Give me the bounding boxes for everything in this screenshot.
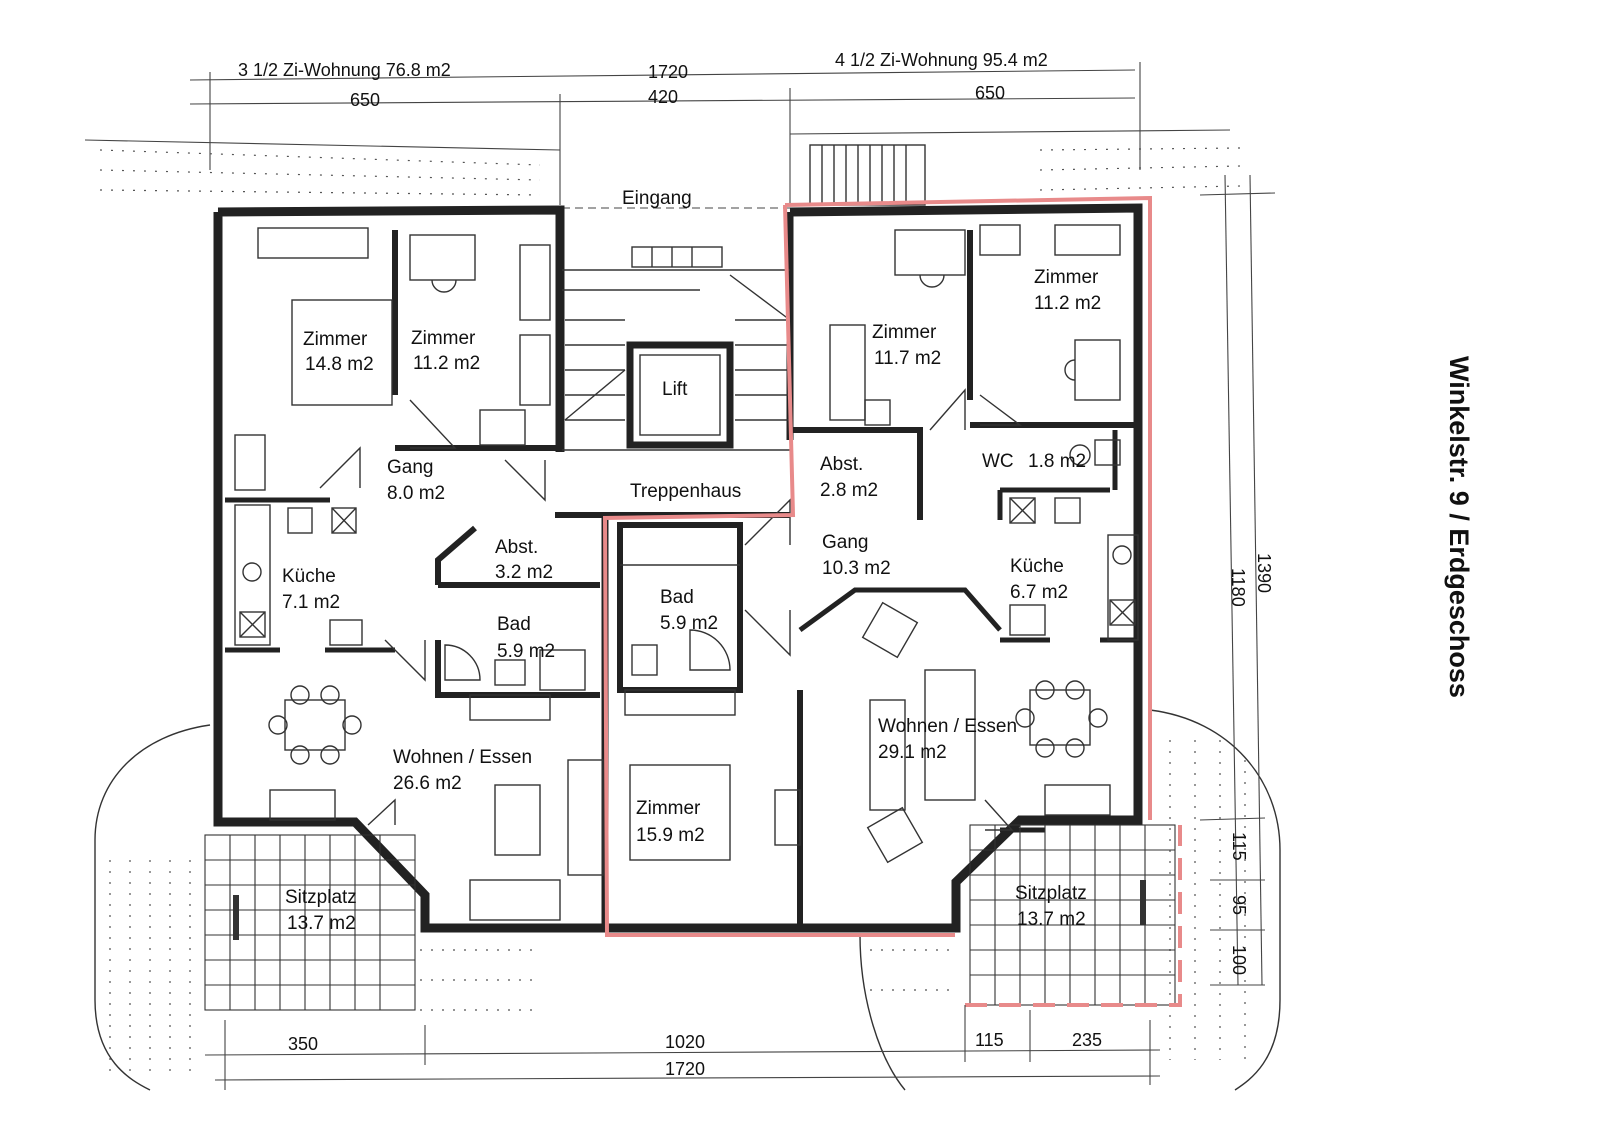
room-right-kueche-area: 6.7 m2 — [1010, 582, 1068, 603]
room-left-gang-area: 8.0 m2 — [387, 483, 445, 504]
top-dimensions: 3 1/2 Zi-Wohnung 76.8 m2 4 1/2 Zi-Wohnun… — [84, 50, 1231, 205]
dim-side-a: 115 — [1229, 832, 1249, 861]
room-left-bad-name: Bad — [497, 614, 531, 635]
room-right-abst-name: Abst. — [820, 454, 863, 475]
room-left-abst-name: Abst. — [495, 537, 538, 558]
plan-title: Winkelstr. 9 / Erdgeschoss — [1444, 356, 1474, 698]
room-left-zimmer-b-name: Zimmer — [411, 328, 476, 349]
room-right-zimmer-b-area: 11.2 m2 — [1034, 293, 1101, 314]
room-right-wc-area: 1.8 m2 — [1028, 451, 1086, 472]
room-right-gang-name: Gang — [822, 532, 868, 553]
dim-bottom-total: 1720 — [665, 1059, 705, 1079]
unit-right-highlight — [602, 195, 1182, 1007]
room-right-zimmer-a-name: Zimmer — [872, 322, 937, 343]
dim-bottom-mid: 1020 — [665, 1032, 705, 1052]
unit-right-label: 4 1/2 Zi-Wohnung 95.4 m2 — [835, 50, 1048, 70]
lift-label: Lift — [662, 379, 688, 400]
dim-bottom-left: 350 — [288, 1034, 318, 1054]
room-right-wc-name: WC — [982, 451, 1014, 472]
room-right-zimmer-a-area: 11.7 m2 — [874, 348, 941, 369]
room-right-zimmer-c-name: Zimmer — [636, 798, 701, 819]
room-left-zimmer-b-area: 11.2 m2 — [413, 353, 480, 374]
treppenhaus-label: Treppenhaus — [630, 481, 741, 502]
terrace-left — [204, 834, 416, 1011]
left-sitzplatz-area: 13.7 m2 — [287, 913, 356, 934]
room-right-abst-area: 2.8 m2 — [820, 480, 878, 501]
eingang-label: Eingang — [622, 188, 692, 209]
room-left-kueche-name: Küche — [282, 566, 336, 587]
room-labels: Zimmer 14.8 m2 Zimmer 11.2 m2 Gang 8.0 m… — [282, 267, 1101, 934]
terrain — [94, 147, 1281, 1091]
room-left-wohnen-area: 26.6 m2 — [393, 773, 462, 794]
furniture — [234, 224, 1139, 921]
entrance-steps: Eingang — [562, 144, 926, 209]
room-right-zimmer-c-area: 15.9 m2 — [636, 825, 705, 846]
room-left-gang-name: Gang — [387, 457, 433, 478]
room-right-bad-name: Bad — [660, 587, 694, 608]
dim-side-inner: 1180 — [1228, 568, 1248, 607]
room-right-wohnen-name: Wohnen / Essen — [878, 716, 1017, 737]
dim-top-left: 650 — [350, 90, 380, 110]
room-right-wohnen-area: 29.1 m2 — [878, 742, 947, 763]
room-left-abst-area: 3.2 m2 — [495, 562, 553, 583]
walls — [213, 203, 1143, 933]
right-sitzplatz-area: 13.7 m2 — [1017, 909, 1086, 930]
bottom-dimensions: 350 1020 1720 115 235 — [204, 1005, 1161, 1090]
dim-side-b: 95 — [1229, 895, 1249, 915]
side-dimensions: 1180 1390 115 95 100 — [1199, 174, 1276, 986]
terrace-right — [969, 824, 1176, 1006]
room-right-bad-area: 5.9 m2 — [660, 613, 718, 634]
right-sitzplatz-name: Sitzplatz — [1015, 883, 1087, 904]
dim-side-c: 100 — [1229, 945, 1249, 975]
room-right-gang-area: 10.3 m2 — [822, 558, 891, 579]
unit-left-label: 3 1/2 Zi-Wohnung 76.8 m2 — [238, 60, 451, 80]
dim-top-mid: 420 — [648, 87, 678, 107]
dim-bottom-right-b: 235 — [1072, 1030, 1102, 1050]
room-left-bad-area: 5.9 m2 — [497, 641, 555, 662]
dim-top-total: 1720 — [648, 62, 688, 82]
dim-bottom-right-a: 115 — [975, 1030, 1004, 1050]
dim-top-right: 650 — [975, 83, 1005, 103]
room-right-zimmer-b-name: Zimmer — [1034, 267, 1099, 288]
left-sitzplatz-name: Sitzplatz — [285, 887, 357, 908]
room-right-kueche-name: Küche — [1010, 556, 1064, 577]
dim-side-total: 1390 — [1254, 553, 1274, 593]
room-left-wohnen-name: Wohnen / Essen — [393, 747, 532, 768]
room-left-zimmer-a-area: 14.8 m2 — [305, 354, 374, 375]
room-left-zimmer-a-name: Zimmer — [303, 329, 368, 350]
room-left-kueche-area: 7.1 m2 — [282, 592, 340, 613]
